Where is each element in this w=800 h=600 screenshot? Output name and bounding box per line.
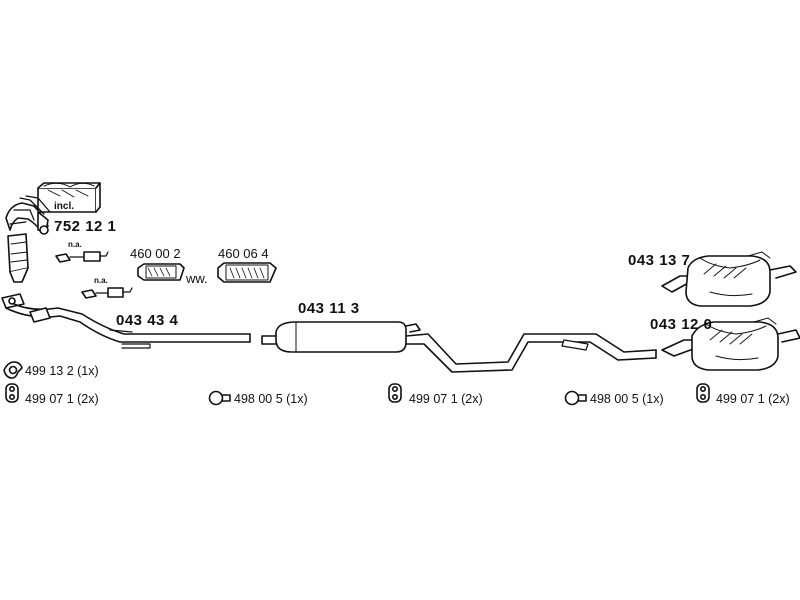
flex-clamp-460-00-2 bbox=[137, 263, 185, 281]
rubber-hanger-icon bbox=[5, 383, 19, 403]
hardware-label: 498 00 5 (1x) bbox=[590, 392, 664, 406]
part-number-clamp-b: 460 06 4 bbox=[218, 246, 269, 261]
rubber-hanger-icon bbox=[696, 383, 710, 403]
exhaust-manifold bbox=[5, 195, 51, 235]
hardware-label: 499 07 1 (2x) bbox=[716, 392, 790, 406]
flex-clamp-460-06-4 bbox=[217, 262, 277, 283]
gasket-ring-icon bbox=[3, 361, 23, 379]
sensor-note-bottom: n.a. bbox=[94, 276, 108, 285]
sensor-note-top: n.a. bbox=[68, 240, 82, 249]
catalytic-converter bbox=[7, 233, 29, 283]
hardware-label: 498 00 5 (1x) bbox=[234, 392, 308, 406]
rear-muffler-043-13-7 bbox=[661, 251, 797, 307]
front-pipe bbox=[1, 293, 251, 349]
clamp-join-label: ww. bbox=[186, 271, 208, 286]
centre-muffler bbox=[261, 321, 657, 373]
part-number-rear-muffler-a: 043 13 7 bbox=[628, 252, 691, 269]
part-number-rear-muffler-b: 043 12 0 bbox=[650, 316, 713, 333]
pipe-clamp-icon bbox=[564, 390, 587, 406]
part-number-clamp-a: 460 00 2 bbox=[130, 246, 181, 261]
part-number-front-pipe: 043 43 4 bbox=[116, 312, 179, 329]
oxygen-sensor-bottom bbox=[81, 287, 133, 299]
oxygen-sensor-top bbox=[55, 251, 109, 263]
rear-muffler-043-12-0 bbox=[661, 317, 800, 371]
hardware-label: 499 07 1 (2x) bbox=[409, 392, 483, 406]
pipe-clamp-icon bbox=[208, 390, 231, 406]
part-number-centre-muffler: 043 11 3 bbox=[298, 300, 360, 317]
kit-box-icon bbox=[37, 182, 101, 213]
part-number-manifold-kit: 752 12 1 bbox=[54, 218, 117, 235]
kit-badge-label: incl. bbox=[54, 201, 75, 212]
hardware-label: 499 13 2 (1x) bbox=[25, 364, 99, 378]
rubber-hanger-icon bbox=[388, 383, 402, 403]
hardware-label: 499 07 1 (2x) bbox=[25, 392, 99, 406]
